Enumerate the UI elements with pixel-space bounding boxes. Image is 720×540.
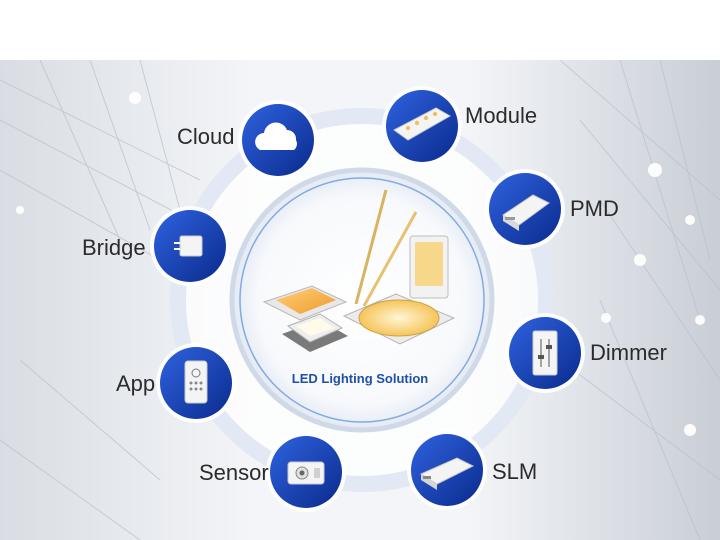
node-label-slm: SLM — [492, 459, 538, 484]
node-label-sensor: Sensor — [199, 460, 269, 485]
led-package-illustration — [262, 189, 456, 352]
node-label-cloud: Cloud — [177, 124, 235, 149]
bridge-device-icon[interactable] — [148, 204, 232, 288]
node-label-app: App — [116, 371, 156, 396]
slm-driver-icon[interactable] — [405, 428, 489, 512]
node-label-pmd: PMD — [570, 196, 619, 221]
power-module-icon[interactable] — [483, 167, 567, 251]
dimmer-switch-icon[interactable] — [503, 311, 587, 395]
node-label-module: Module — [465, 103, 538, 128]
node-label-dimmer: Dimmer — [590, 340, 667, 365]
center-caption: LED Lighting Solution — [291, 371, 429, 386]
cloud-icon[interactable] — [236, 98, 320, 182]
led-module-icon[interactable] — [380, 84, 464, 168]
node-label-bridge: Bridge — [82, 235, 146, 260]
sensor-device-icon[interactable] — [264, 430, 348, 514]
smartphone-app-icon[interactable] — [154, 341, 238, 425]
